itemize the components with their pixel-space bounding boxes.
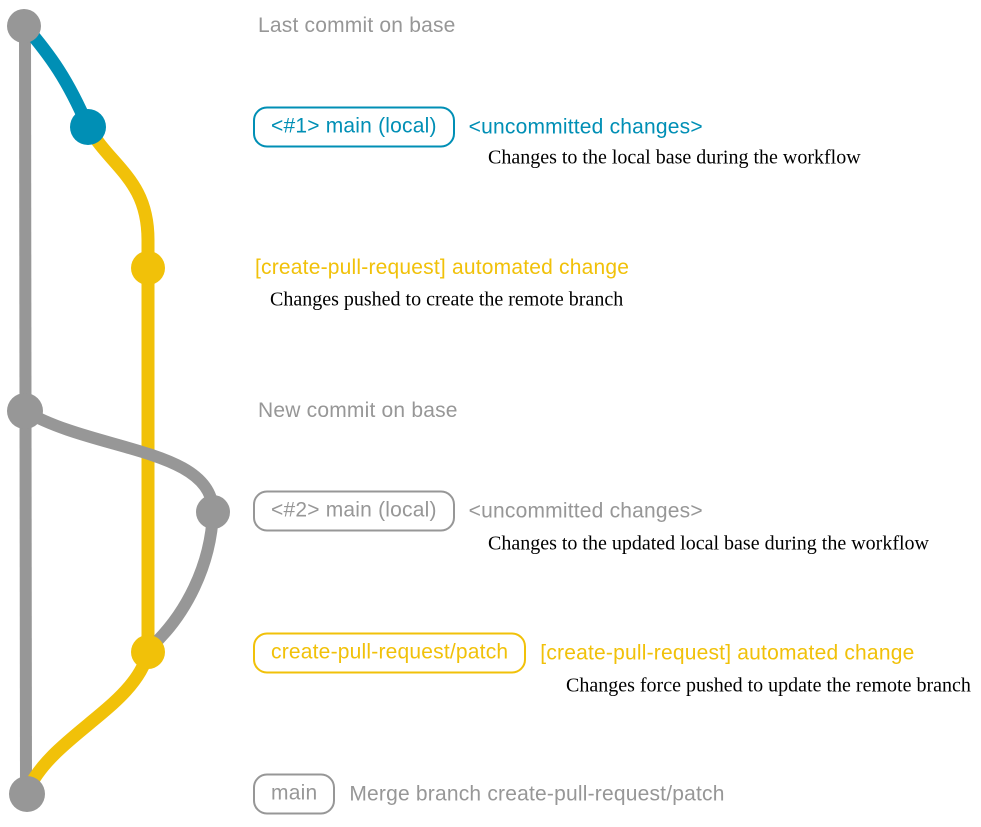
commit-row-merge: main Merge branch create-pull-request/pa… (253, 773, 725, 815)
branch-label-create-pull-request-patch: create-pull-request/patch (253, 632, 527, 674)
commit-message-uncommitted-1: <uncommitted changes> (468, 115, 703, 138)
annotation-local-base-changes: Changes to the local base during the wor… (488, 146, 861, 169)
commit-message-uncommitted-2: <uncommitted changes> (468, 499, 703, 522)
branch-label-main-local-2: <#2> main (local) (253, 490, 455, 532)
commit-dot-automated-change-1 (131, 251, 165, 285)
annotation-updated-local-base-changes: Changes to the updated local base during… (488, 532, 929, 555)
commit-dot-local-main-2 (196, 495, 230, 529)
annotation-push-create-branch: Changes pushed to create the remote bran… (270, 288, 624, 311)
commit-dot-last-base (7, 9, 41, 43)
commit-dot-new-base (7, 393, 43, 429)
commit-row-new-base: New commit on base (258, 399, 458, 423)
annotation-force-push-update-branch: Changes force pushed to update the remot… (566, 674, 971, 697)
commit-dot-merge (9, 776, 45, 812)
commit-message-last-base: Last commit on base (258, 14, 456, 37)
branch-label-main: main (253, 773, 336, 815)
commit-message-new-base: New commit on base (258, 399, 458, 422)
commit-dot-automated-change-2 (131, 635, 165, 669)
commit-row-local-main-2: <#2> main (local) <uncommitted changes> (253, 490, 703, 532)
patch-merge-curve (21, 645, 155, 797)
commit-dot-local-main-1 (70, 109, 106, 145)
commit-row-automated-change-2: create-pull-request/patch [create-pull-r… (253, 632, 915, 674)
pr-branch-line (81, 120, 155, 659)
branch-label-main-local-1: <#1> main (local) (253, 106, 455, 148)
commit-row-last-base: Last commit on base (258, 14, 456, 38)
commit-message-merge: Merge branch create-pull-request/patch (349, 782, 725, 805)
commit-message-automated-change-1: [create-pull-request] automated change (255, 256, 630, 279)
commit-row-local-main-1: <#1> main (local) <uncommitted changes> (253, 106, 703, 148)
local2-to-patch-curve (144, 506, 219, 654)
commit-row-automated-change-1: [create-pull-request] automated change (255, 256, 629, 280)
base-to-local2-curve (19, 405, 219, 518)
commit-message-automated-change-2: [create-pull-request] automated change (540, 641, 915, 664)
